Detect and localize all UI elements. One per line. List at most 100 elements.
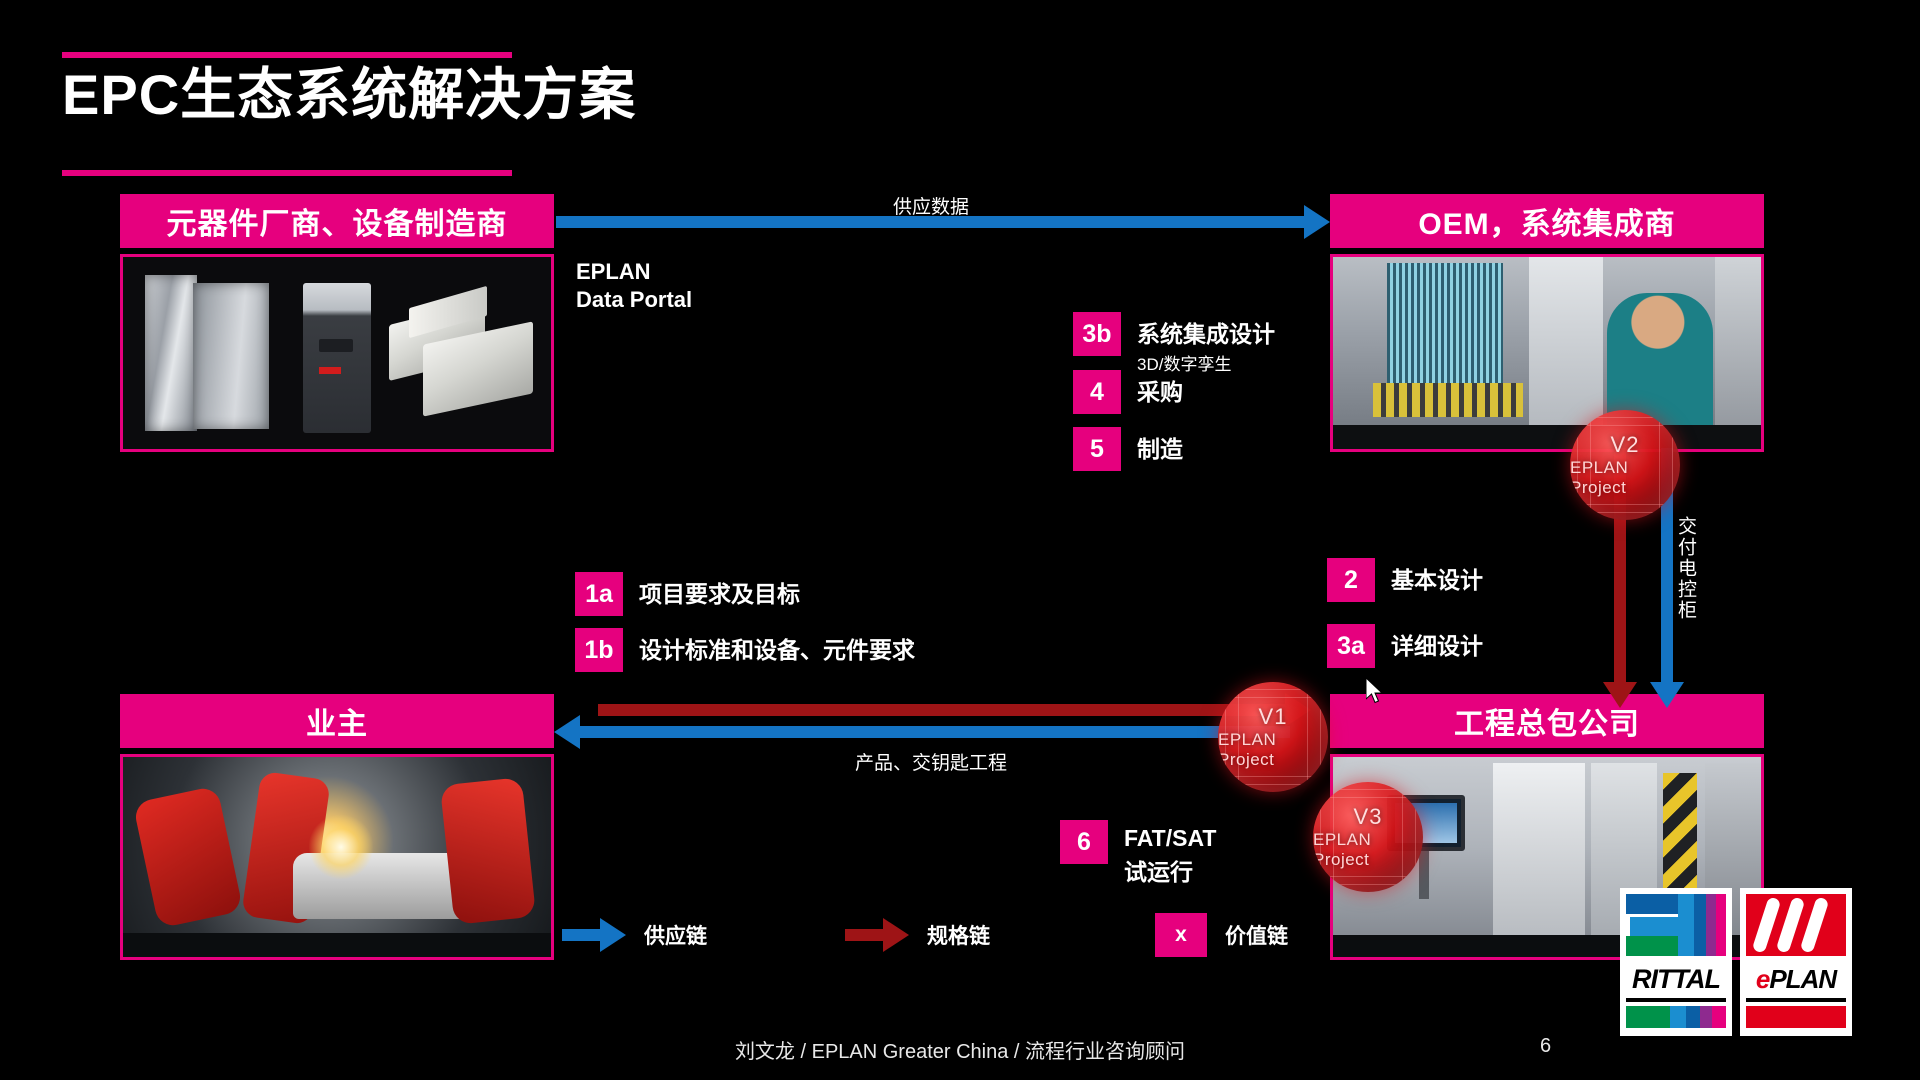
sphere-v3: V3 EPLAN Project [1313,782,1423,892]
data-portal-line2: Data Portal [576,287,693,313]
footer-credit: 刘文龙 / EPLAN Greater China / 流程行业咨询顾问 [734,1041,1186,1063]
legend-label-supply-chain: 供应链 [644,925,707,948]
step-sub-3b: 3D/数字孪生 [1137,355,1232,374]
actor-label-epc: 工程总包公司 [1454,708,1640,741]
photo-control-cabinet-a [1493,763,1585,943]
sphere-v3-name: V3 [1353,804,1383,829]
actor-label-oem: OEM，系统集成商 [1418,208,1676,241]
eplan-underline [1746,998,1846,1002]
arrow-products-turnkey [580,726,1290,738]
photo-hmi-stand [1419,851,1429,899]
actor-header-oem: OEM，系统集成商 [1330,194,1764,248]
step-badge-1b: 1b [575,628,623,672]
step-badge-1a: 1a [575,572,623,616]
step-badge-6: 6 [1060,820,1108,864]
step-commissioning-6: 6 FAT/SAT 试运行 [1060,820,1216,888]
rittal-wordmark: RITTAL [1632,963,1721,994]
photo-oem-scene [1333,257,1761,449]
arrow-spec-chain-horizontal [598,704,1288,716]
pink-x-box-icon: x [1155,913,1207,957]
sphere-v1-name: V1 [1258,704,1288,729]
rittal-color-bars-bottom [1626,1006,1726,1028]
step-text-4: 采购 [1137,370,1183,414]
actor-header-owner: 业主 [120,694,554,748]
label-deliver-cabinet: 交付电控柜 [1675,516,1696,621]
sphere-v1-sub: EPLAN Project [1218,730,1277,769]
page-number: 6 [1540,1035,1552,1057]
legend-label-spec-chain: 规格链 [927,925,990,948]
step-oem-3b: 3b 系统集成设计 3D/数字孪生 [1073,312,1275,375]
actor-photo-supplier [120,254,554,452]
step-badge-5: 5 [1073,427,1121,471]
step-title-5: 制造 [1137,436,1183,462]
actor-photo-oem [1330,254,1764,452]
photo-owner-floor [123,933,551,957]
step-title-3b: 系统集成设计 [1137,321,1275,347]
photo-oem-floor-shadow [1333,425,1761,449]
legend-spec-chain: 规格链 [845,918,990,952]
arrowhead-spec-chain-vertical [1603,682,1637,708]
arrow-supply-data [556,216,1304,228]
step-title-3a: 详细设计 [1391,633,1483,659]
eplan-wordmark-rest: PLAN [1769,963,1837,994]
photo-robot-arm-left [132,785,244,929]
photo-enclosure-panel [193,283,269,429]
rittal-color-bars-top [1626,894,1726,956]
step-title-4: 采购 [1137,379,1183,405]
legend-label-value-chain: 价值链 [1225,925,1288,948]
step-owner-1b: 1b 设计标准和设备、元件要求 [575,628,915,672]
photo-enclosure-cabinet [145,275,197,431]
arrow-deliver-cabinet [1661,448,1673,686]
actor-header-epc: 工程总包公司 [1330,694,1764,748]
label-data-portal: EPLAN Data Portal [576,258,692,314]
sphere-v2-name: V2 [1610,432,1640,457]
data-portal-line1: EPLAN [576,259,651,284]
legend-supply-chain: 供应链 [562,918,707,952]
label-supply-data: 供应数据 [893,197,970,218]
step-title-1a: 项目要求及目标 [639,581,800,607]
step-title-2: 基本设计 [1391,567,1483,593]
photo-robot-arm-right [439,777,537,925]
legend-value-chain: x 价值链 [1155,913,1288,957]
actor-header-supplier: 元器件厂商、设备制造商 [120,194,554,248]
sphere-v3-sub: EPLAN Project [1313,830,1372,869]
photo-oem-wiring [1387,263,1503,383]
actor-photo-owner [120,754,554,960]
photo-drive-display [319,339,353,352]
page-title: EPC生态系统解决方案 [62,63,637,126]
rittal-logo: RITTAL [1620,888,1732,1036]
actor-label-owner: 业主 [306,708,368,741]
step-epc-3a: 3a 详细设计 [1327,624,1483,668]
step-oem-4: 4 采购 [1073,370,1183,414]
red-arrow-icon [845,918,909,952]
step-title-6: FAT/SAT [1124,825,1217,851]
eplan-wordmark-e: e [1755,963,1771,994]
step-text-1a: 项目要求及目标 [639,572,800,616]
eplan-slashes-icon [1746,894,1846,956]
step-text-1b: 设计标准和设备、元件要求 [639,628,915,672]
step-text-5: 制造 [1137,427,1183,471]
step-badge-3b: 3b [1073,312,1121,356]
step-badge-3a: 3a [1327,624,1375,668]
label-products-turnkey: 产品、交钥匙工程 [855,753,1008,774]
photo-weld-flash [309,815,373,879]
step-owner-1a: 1a 项目要求及目标 [575,572,800,616]
step-text-2: 基本设计 [1391,558,1483,602]
step-epc-2: 2 基本设计 [1327,558,1483,602]
photo-drive-unit [303,283,371,433]
step-sub-6: 试运行 [1124,858,1193,885]
sphere-v1: V1 EPLAN Project [1218,682,1328,792]
step-badge-4: 4 [1073,370,1121,414]
actor-label-supplier: 元器件厂商、设备制造商 [166,208,508,241]
arrowhead-products-turnkey [554,715,580,749]
photo-drive-indicator [319,367,341,374]
rittal-underline [1626,998,1726,1002]
title-rule-top [62,52,512,58]
photo-oem-terminal-row [1373,383,1523,417]
step-text-3b: 系统集成设计 3D/数字孪生 [1137,312,1275,375]
step-text-6: FAT/SAT 试运行 [1124,820,1216,888]
